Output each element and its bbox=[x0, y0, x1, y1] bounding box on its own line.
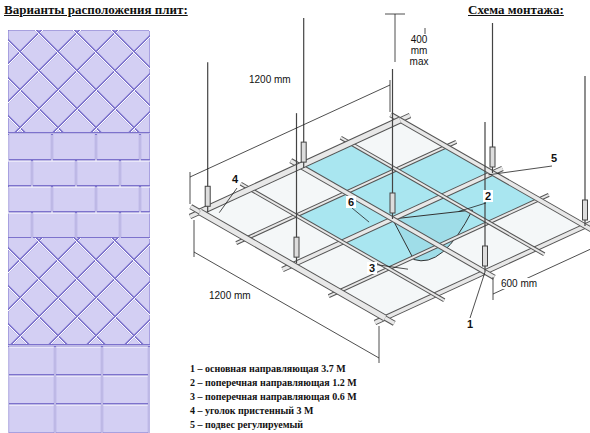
callout-number: 3 bbox=[367, 262, 377, 274]
legend-line: 5 – подвес регулируемый bbox=[190, 419, 303, 430]
callout-number: 6 bbox=[346, 196, 356, 208]
installation-heading: Схема монтажа: bbox=[468, 2, 564, 18]
legend-line: 1 – основная направляющая 3.7 М bbox=[190, 363, 346, 374]
panel-layouts-heading: Варианты расположения плит: bbox=[4, 2, 188, 18]
grid-system bbox=[190, 18, 590, 323]
legend-line: 2 – поперечная направляющая 1.2 М bbox=[190, 377, 357, 388]
legend-line: 3 – поперечная направляющая 0.6 М bbox=[190, 391, 357, 402]
dimension-label: 1200 mm bbox=[208, 290, 252, 301]
callout-number: 2 bbox=[483, 190, 493, 202]
tile-layouts bbox=[8, 30, 150, 433]
dimension-label: 400 mm max bbox=[400, 34, 438, 67]
callout-number: 4 bbox=[230, 173, 240, 185]
callout-number: 5 bbox=[549, 152, 559, 164]
callout-number: 1 bbox=[465, 318, 475, 330]
dimension-lines bbox=[190, 14, 590, 363]
leader-lines bbox=[219, 166, 552, 318]
dimension-label: 1200 mm bbox=[248, 74, 292, 85]
legend-line: 4 – уголок пристенный 3 М bbox=[190, 405, 313, 416]
dimension-label: 600 mm bbox=[500, 278, 538, 289]
